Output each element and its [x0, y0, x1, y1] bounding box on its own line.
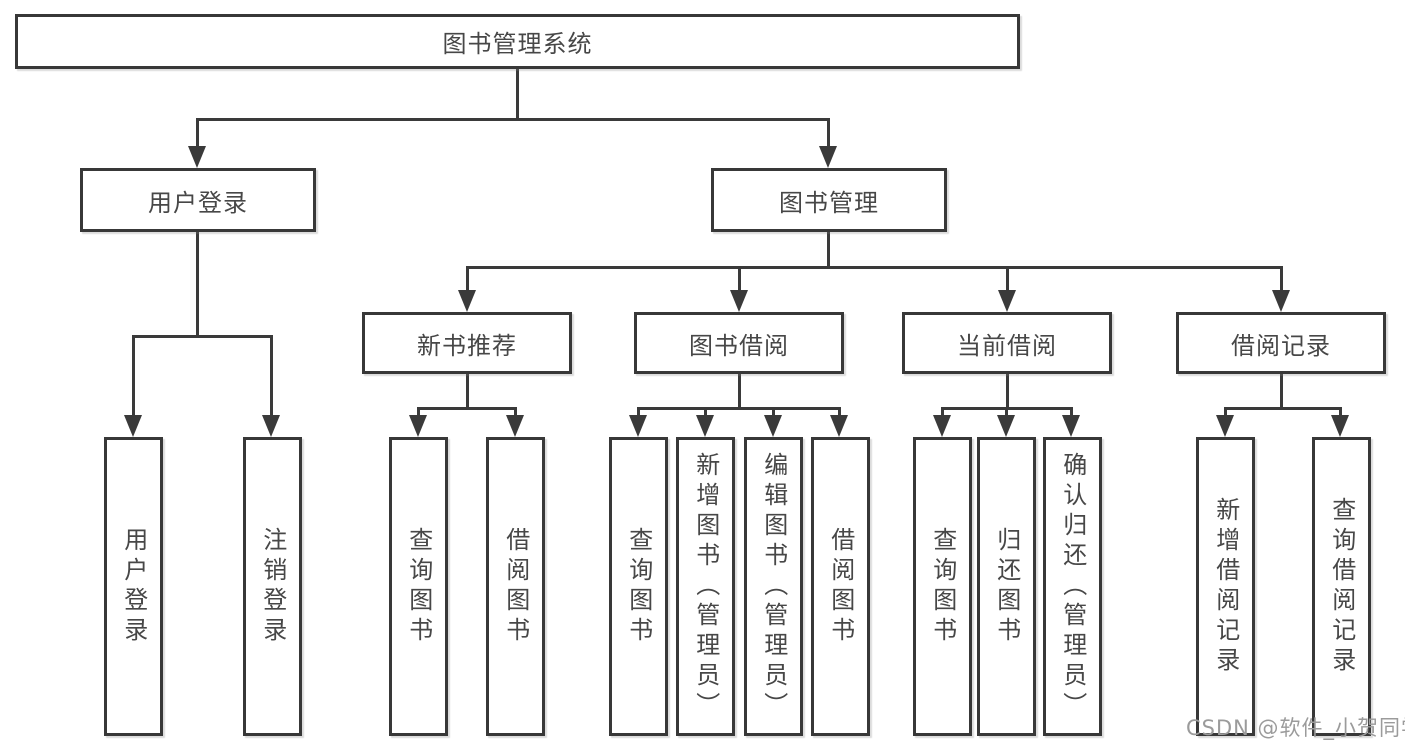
- arrow-down-icon: [1331, 415, 1349, 437]
- connector-line: [1005, 407, 1008, 417]
- node-query-book-borrow: 查询图书: [609, 437, 668, 736]
- connector-line: [196, 118, 830, 121]
- node-label: 借阅图书: [501, 526, 530, 647]
- node-add-book-admin: 新增图书（管理员）: [676, 437, 735, 736]
- arrow-down-icon: [819, 146, 837, 168]
- node-new-book-recommend: 新书推荐: [362, 312, 572, 374]
- connector-line: [1280, 266, 1283, 291]
- arrow-down-icon: [696, 415, 714, 437]
- node-label: 新增图书（管理员）: [691, 451, 720, 722]
- connector-line: [466, 266, 1283, 269]
- connector-line: [1339, 407, 1342, 417]
- arrow-down-icon: [1062, 415, 1080, 437]
- node-label: 图书借阅: [689, 331, 789, 360]
- connector-line: [516, 69, 519, 120]
- node-label: 新增借阅记录: [1211, 496, 1240, 677]
- node-borrow-book: 借阅图书: [811, 437, 870, 736]
- connector-line: [827, 118, 830, 148]
- arrow-down-icon: [506, 415, 524, 437]
- node-add-borrow-record: 新增借阅记录: [1196, 437, 1255, 736]
- connector-line: [1006, 266, 1009, 291]
- node-label: 查询借阅记录: [1327, 496, 1356, 677]
- arrow-down-icon: [458, 290, 476, 312]
- arrow-down-icon: [997, 415, 1015, 437]
- connector-line: [941, 407, 944, 417]
- arrow-down-icon: [262, 415, 280, 437]
- connector-line: [132, 335, 273, 338]
- node-label: 查询图书: [624, 526, 653, 647]
- node-query-book-current: 查询图书: [913, 437, 972, 736]
- node-query-book-newbook: 查询图书: [389, 437, 448, 736]
- connector-line: [196, 232, 199, 337]
- connector-line: [466, 266, 469, 291]
- arrow-down-icon: [764, 415, 782, 437]
- node-confirm-return-admin: 确认归还（管理员）: [1043, 437, 1102, 736]
- arrow-down-icon: [1216, 415, 1234, 437]
- node-edit-book-admin: 编辑图书（管理员）: [744, 437, 803, 736]
- node-label: 查询图书: [928, 526, 957, 647]
- node-label: 用户登录: [148, 188, 248, 217]
- arrow-down-icon: [124, 415, 142, 437]
- node-label: 用户登录: [119, 526, 148, 647]
- node-label: 编辑图书（管理员）: [759, 451, 788, 722]
- arrow-down-icon: [409, 415, 427, 437]
- node-label: 注销登录: [258, 526, 287, 647]
- node-label: 当前借阅: [957, 331, 1057, 360]
- arrow-down-icon: [998, 290, 1016, 312]
- node-return-book: 归还图书: [977, 437, 1036, 736]
- connector-line: [637, 407, 640, 417]
- connector-line: [827, 232, 830, 268]
- node-query-borrow-record: 查询借阅记录: [1312, 437, 1371, 736]
- connector-line: [704, 407, 707, 417]
- connector-line: [466, 374, 469, 409]
- arrow-down-icon: [1272, 290, 1290, 312]
- node-user-login-group: 用户登录: [80, 168, 316, 232]
- arrow-down-icon: [830, 415, 848, 437]
- node-borrow-records: 借阅记录: [1176, 312, 1386, 374]
- arrow-down-icon: [730, 290, 748, 312]
- node-label: 新书推荐: [417, 331, 517, 360]
- connector-line: [417, 407, 517, 410]
- node-user-login: 用户登录: [104, 437, 163, 736]
- arrow-down-icon: [629, 415, 647, 437]
- node-label: 借阅图书: [826, 526, 855, 647]
- connector-line: [637, 407, 841, 410]
- node-root: 图书管理系统: [15, 14, 1020, 69]
- connector-line: [270, 335, 273, 416]
- node-current-borrow: 当前借阅: [902, 312, 1112, 374]
- node-book-management: 图书管理: [711, 168, 947, 232]
- connector-line: [772, 407, 775, 417]
- node-borrow-book-newbook: 借阅图书: [486, 437, 545, 736]
- node-label: 查询图书: [404, 526, 433, 647]
- node-label: 借阅记录: [1231, 331, 1331, 360]
- connector-line: [132, 335, 135, 416]
- arrow-down-icon: [933, 415, 951, 437]
- node-label: 图书管理: [779, 188, 879, 217]
- arrow-down-icon: [188, 146, 206, 168]
- connector-line: [1006, 374, 1009, 409]
- node-book-borrow: 图书借阅: [634, 312, 844, 374]
- connector-line: [514, 407, 517, 417]
- connector-line: [1070, 407, 1073, 417]
- node-label: 确认归还（管理员）: [1058, 451, 1087, 722]
- csdn-watermark: CSDN @软件_小贺同学: [1186, 716, 1405, 740]
- connector-line: [738, 266, 741, 291]
- node-label: 归还图书: [992, 526, 1021, 647]
- node-logout: 注销登录: [243, 437, 302, 736]
- connector-line: [417, 407, 420, 417]
- node-root-label: 图书管理系统: [442, 30, 593, 58]
- connector-line: [1280, 374, 1283, 409]
- connector-line: [738, 374, 741, 409]
- connector-line: [1224, 407, 1227, 417]
- connector-line: [1224, 407, 1342, 410]
- connector-line: [196, 118, 199, 148]
- connector-line: [838, 407, 841, 417]
